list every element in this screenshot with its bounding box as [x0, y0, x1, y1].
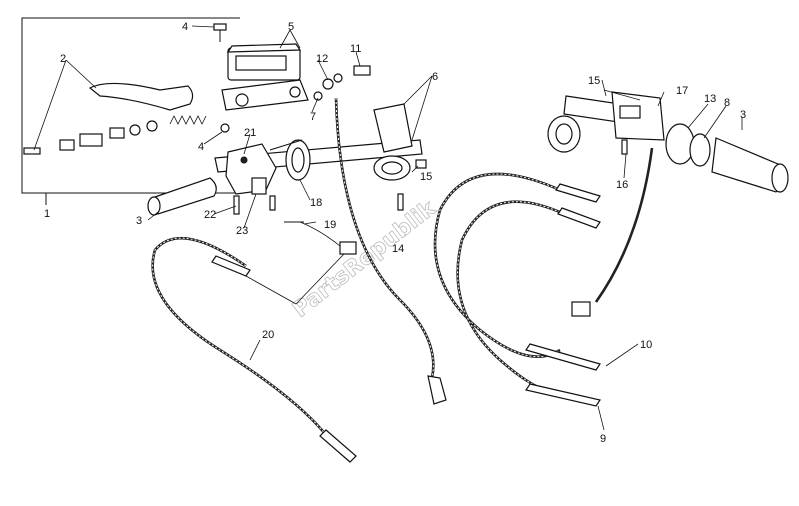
callout-11: 11 [350, 43, 361, 55]
callout-3: 3 [136, 215, 142, 227]
throttle-grip [665, 123, 789, 193]
callout-4: 4 [182, 21, 188, 33]
leader-lines [33, 25, 743, 431]
right-switch-wire [571, 147, 654, 317]
master-cylinder [221, 43, 309, 111]
callout-2: 2 [60, 53, 66, 65]
right-clamp [373, 103, 427, 211]
callout-20: 20 [262, 329, 274, 341]
clutch-cable [151, 236, 357, 463]
callouts: 1 2 3 4 4 5 6 7 8 9 10 11 12 13 14 15 15… [44, 21, 746, 445]
group-bracket [21, 17, 240, 205]
callout-22: 22 [204, 209, 216, 221]
brake-hose [334, 97, 447, 405]
callout-5: 5 [288, 21, 294, 33]
screws-left [233, 195, 357, 255]
banjo-fitting [313, 65, 371, 101]
callout-1: 1 [44, 208, 50, 220]
callout-3b: 3 [740, 109, 746, 121]
callout-8: 8 [724, 97, 730, 109]
callout-7: 7 [310, 111, 316, 123]
callout-4b: 4 [198, 141, 204, 153]
brake-lever [88, 82, 194, 111]
callout-16: 16 [616, 179, 628, 191]
piston-assembly [23, 115, 230, 155]
callout-15b: 15 [588, 75, 600, 87]
callout-21: 21 [244, 127, 256, 139]
callout-14: 14 [392, 243, 404, 255]
callout-13: 13 [704, 93, 716, 105]
callout-6: 6 [432, 71, 438, 83]
callout-9: 9 [600, 433, 606, 445]
callout-17: 17 [676, 85, 688, 97]
callout-15: 15 [420, 171, 432, 183]
callout-18: 18 [310, 197, 322, 209]
callout-23: 23 [236, 225, 248, 237]
reservoir-cap [213, 23, 227, 42]
watermark: PartsRepublik [288, 195, 441, 322]
left-grip [147, 177, 217, 216]
callout-19: 19 [324, 219, 336, 231]
throttle-cables [433, 172, 601, 407]
right-handlebar [547, 91, 665, 155]
callout-12: 12 [316, 53, 328, 65]
callout-10: 10 [640, 339, 652, 351]
left-switch-housing [225, 139, 311, 195]
